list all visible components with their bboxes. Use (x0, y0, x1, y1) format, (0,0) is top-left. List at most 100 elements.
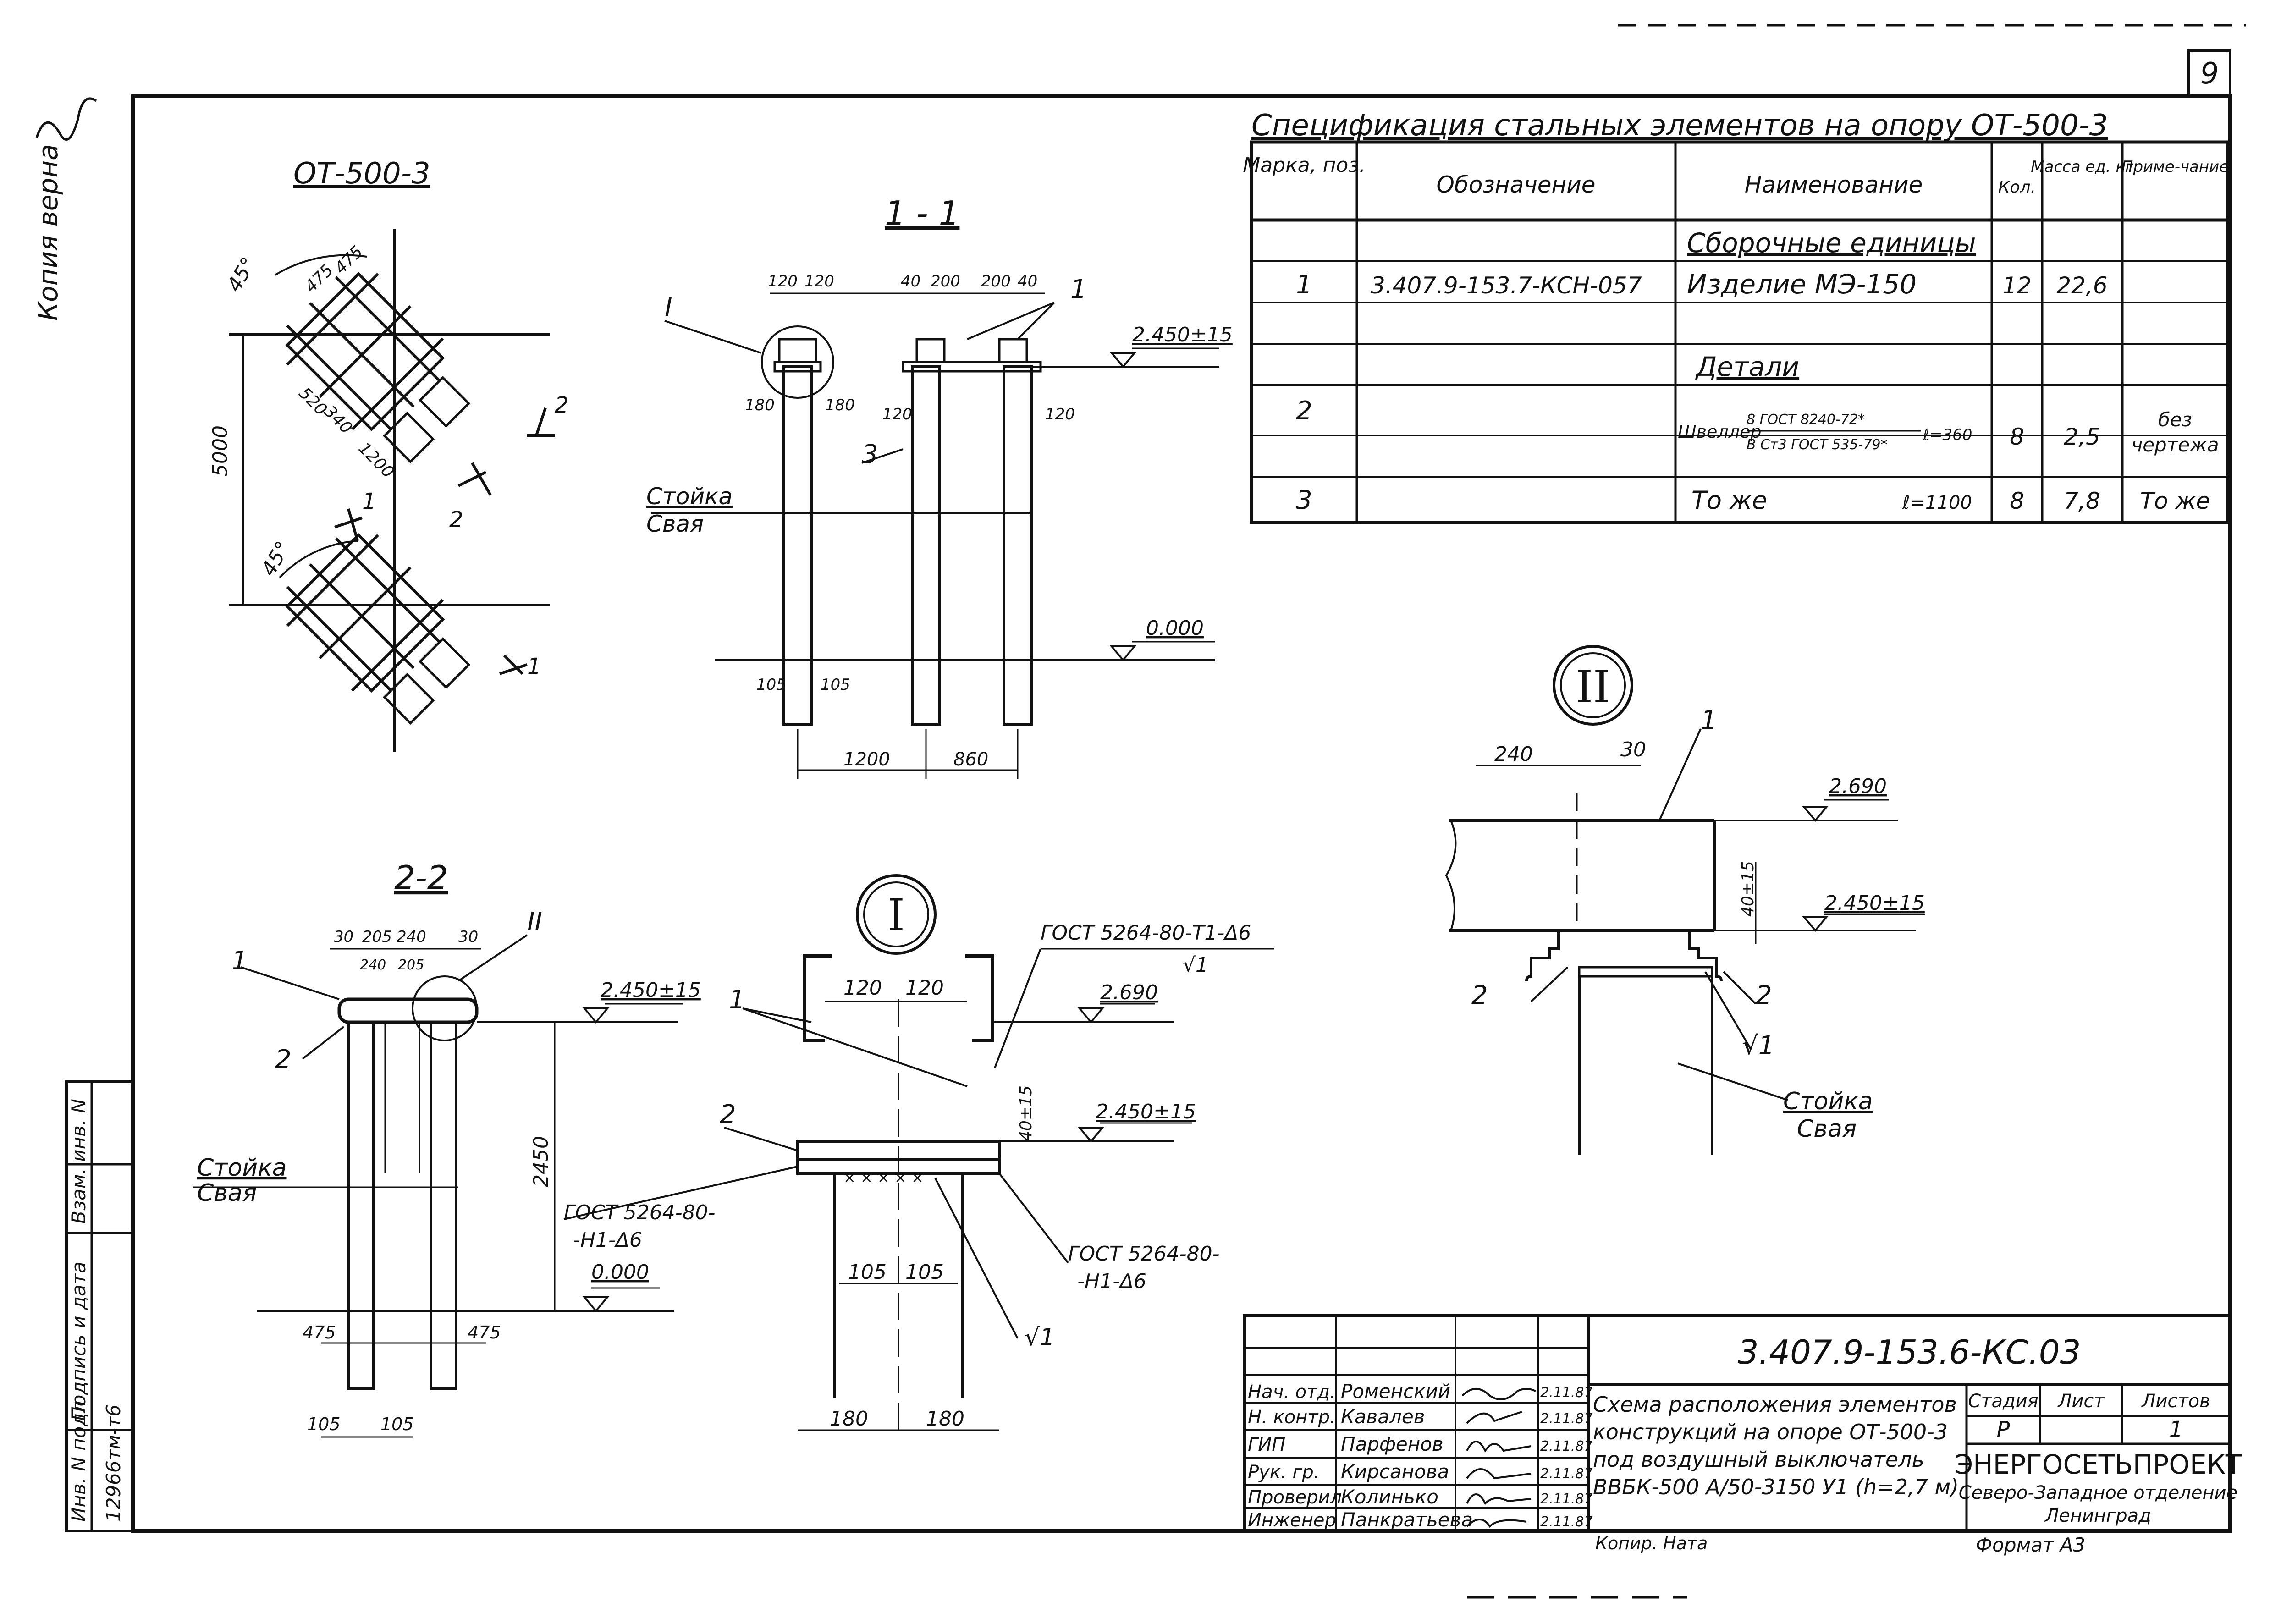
date-3: 2.11.87 (1540, 1466, 1593, 1482)
plan-dim-475a: 475 (301, 261, 337, 297)
detail-I-dim-120b: 120 (905, 976, 944, 1000)
plan-mark-1b: 1 (527, 654, 541, 679)
copy-signature (35, 97, 97, 141)
spec-row2-name: Швеллер (1678, 422, 1762, 442)
detail-I-dim-180a: 180 (830, 1407, 868, 1431)
detail-I-title: I (887, 890, 905, 941)
detail-II-label-column: Стойка (1783, 1088, 1873, 1115)
spec-table: Спецификация стальных элементов на опору… (1243, 109, 2230, 524)
plan-mark-2b: 2 (449, 507, 463, 533)
plan-dim-475b: 475 (331, 242, 367, 278)
s22-dim-205a: 205 (362, 928, 392, 946)
spec-row3-note: То же (2140, 488, 2210, 514)
detail-I-callout-1: 1 (729, 985, 745, 1015)
detail-I-callout-2: 2 (720, 1100, 736, 1129)
s11-label-column: Стойка (646, 483, 733, 510)
detail-I-level-top: 2.690 (1100, 981, 1158, 1004)
spec-header-pos: Марка, поз. (1243, 154, 1365, 177)
name-3: Кирсанова (1341, 1460, 1449, 1483)
spec-header-name: Наименование (1745, 171, 1923, 198)
date-1: 2.11.87 (1540, 1411, 1593, 1427)
stage-label: Стадия (1968, 1391, 2038, 1412)
s22-dim-30a: 30 (334, 928, 353, 946)
date-4: 2.11.87 (1540, 1491, 1593, 1507)
detail-I-weld-left-2: -Н1-Δ6 (573, 1228, 642, 1252)
s22-dim-105b: 105 (380, 1414, 414, 1434)
s11-top-40b: 40 (1018, 272, 1037, 291)
left-stamp: Инв. N подл. Подпись и дата Взам. инв. N… (65, 1080, 134, 1532)
plan-mark-2a: 2 (555, 392, 569, 418)
spec-row1-pos: 1 (1296, 270, 1312, 300)
spec-row2-note: без (2158, 408, 2192, 431)
sheet-number-box (2187, 49, 2231, 98)
s11-level-top: 2.450±15 (1132, 323, 1233, 347)
plan-angle-1: 45° (222, 253, 260, 296)
detail-I-dim-120a: 120 (843, 976, 882, 1000)
s11-dim-105a: 105 (756, 676, 786, 694)
detail-I-weld-right-2: -Н1-Δ6 (1077, 1270, 1146, 1293)
doc-code: 3.407.9-153.6-КС.03 (1738, 1333, 2081, 1371)
section-1-1: 1 - 1 120 120 40 200 200 40 I 1 3 180 18… (646, 194, 1233, 779)
org-branch: Северо-Западное отделение (1959, 1482, 2237, 1503)
spec-row2-name-bottom: В Ст3 ГОСТ 535-79* (1747, 437, 1888, 453)
role-5: Инженер (1248, 1510, 1336, 1531)
s22-label-column: Стойка (197, 1154, 286, 1182)
spec-title: Спецификация стальных элементов на опору… (1251, 109, 2108, 143)
signature-4 (1466, 1493, 1532, 1505)
detail-II-level-top: 2.690 (1829, 775, 1887, 798)
spec-row2-pos: 2 (1296, 396, 1312, 426)
spec-row3-mass: 7,8 (2064, 488, 2100, 514)
detail-I-weld-top-2: √1 (1183, 953, 1208, 977)
detail-I-dim-105a: 105 (848, 1261, 887, 1284)
detail-I-gap: 40±15 (1017, 1085, 1036, 1141)
stamp-replace-label: Взам. инв. N (67, 1099, 90, 1224)
section-2-2: 2-2 30 205 240 30 240 205 1 2 II 2.450±1… (193, 859, 701, 1438)
detail-II-title: II (1576, 661, 1610, 713)
section-1-1-title: 1 - 1 (885, 194, 959, 232)
s11-dim-180b: 180 (825, 396, 855, 414)
spec-row1-code: 3.407.9-153.7-КСН-057 (1371, 272, 1642, 299)
signature-5 (1466, 1519, 1527, 1528)
spec-header-mass: Масса ед. кг (2031, 158, 2134, 176)
drawing-frame (131, 94, 2232, 1533)
s22-dim-30b: 30 (458, 928, 478, 946)
s22-level-ground: 0.000 (591, 1261, 649, 1284)
s11-dim-180a: 180 (745, 396, 775, 414)
spec-row2-length: ℓ=360 (1923, 426, 1972, 444)
sheets-value: 1 (2169, 1417, 2183, 1442)
s11-dim-120b: 120 (1045, 405, 1075, 424)
copy-note: Копия верна (33, 144, 64, 321)
spec-row1-mass: 22,6 (2056, 272, 2107, 299)
spec-row1-qty: 12 (2002, 272, 2032, 299)
detail-I-weld-top-1: ГОСТ 5264-80-Т1-Δ6 (1041, 921, 1251, 945)
s11-dim-1200: 1200 (843, 749, 890, 770)
copied-by: Копир. Ната (1595, 1533, 1708, 1553)
plan-angle-2: 45° (257, 537, 295, 580)
spec-section-assembly: Сборочные единицы (1687, 227, 1976, 259)
s11-callout-I: I (665, 293, 672, 323)
sheet-number: 9 (2200, 57, 2219, 91)
s22-dim-475a: 475 (303, 1322, 336, 1343)
spec-header-note: Приме-чание (2121, 158, 2229, 176)
s22-height: 2450 (529, 1136, 553, 1187)
detail-II: II 240 30 1 2 2 √1 2.690 2.450±15 40±15 (1445, 645, 1925, 1155)
description-line-1: Схема расположения элементов (1593, 1392, 1957, 1417)
spec-row1-name: Изделие МЭ-150 (1687, 269, 1917, 300)
spec-row3-pos: 3 (1296, 485, 1312, 515)
s22-level-top: 2.450±15 (601, 979, 701, 1002)
org-name: ЭНЕРГОСЕТЬПРОЕКТ (1955, 1449, 2242, 1480)
description-line-3: под воздушный выключатель (1593, 1447, 1924, 1472)
s22-dim-240b: 240 (360, 957, 386, 973)
detail-II-n1: √1 (1742, 1031, 1774, 1061)
section-2-2-title: 2-2 (394, 859, 448, 897)
stamp-inv-label: Инв. N подл. (67, 1395, 90, 1522)
s11-top-120a: 120 (768, 272, 798, 291)
spec-header-qty: Кол. (1998, 178, 2036, 197)
stamp-sign-label: Подпись и дата (67, 1261, 90, 1421)
s22-callout-II: II (527, 907, 542, 937)
detail-I-level-mid: 2.450±15 (1096, 1100, 1196, 1123)
role-2: ГИП (1248, 1434, 1285, 1455)
role-1: Н. контр. (1248, 1407, 1336, 1428)
format: Формат А3 (1976, 1534, 2085, 1556)
s22-dim-475b: 475 (468, 1322, 501, 1343)
